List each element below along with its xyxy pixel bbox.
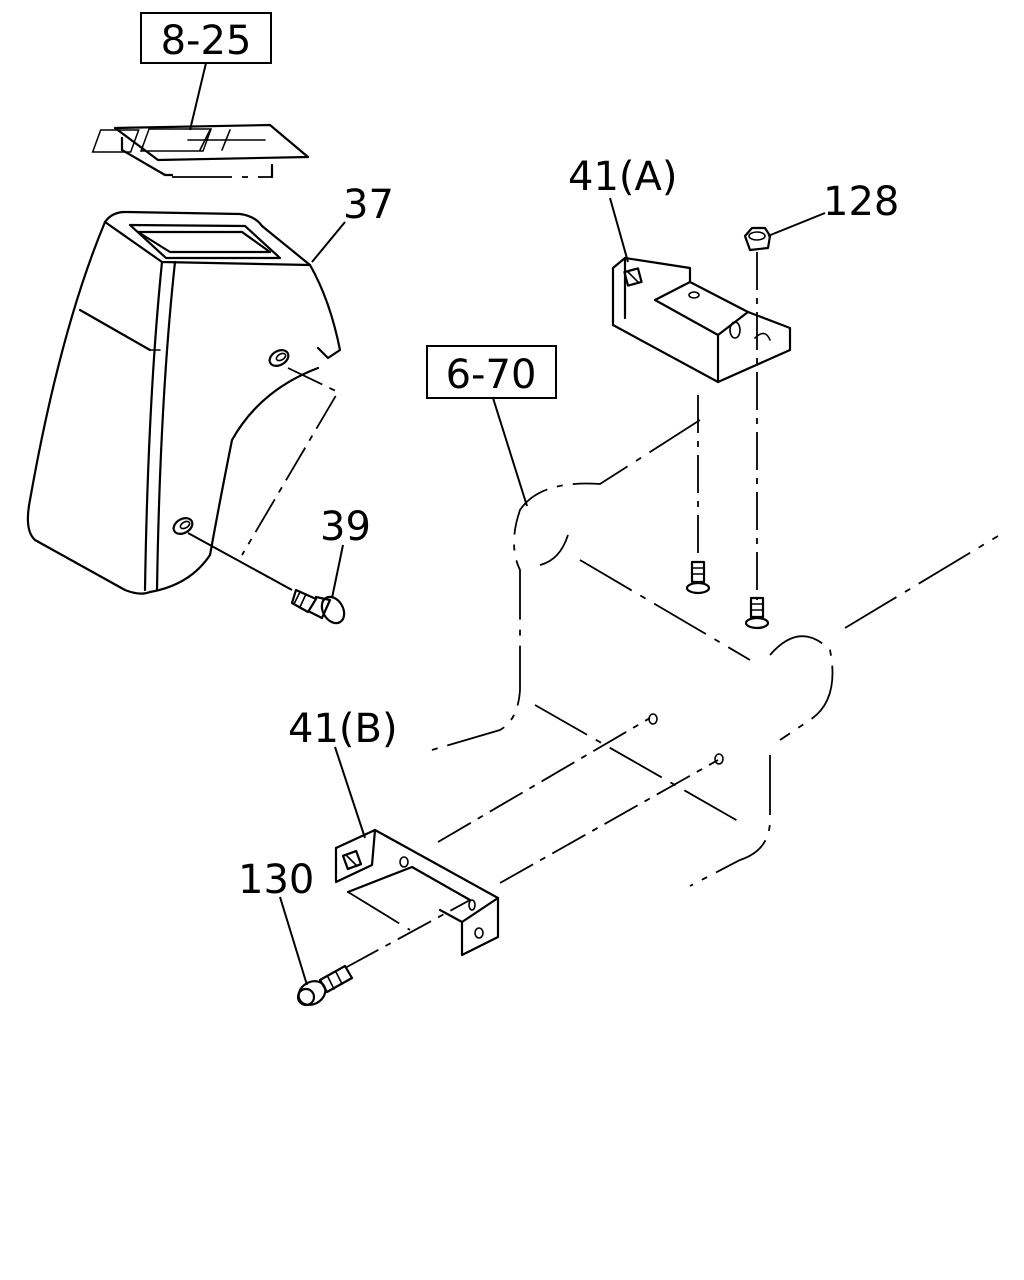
mount-hole-upper	[648, 713, 658, 725]
leader-41b	[334, 746, 366, 839]
reference-label-8-25: 8-25	[161, 18, 252, 64]
leader-6-70	[492, 397, 528, 507]
callout-41a: 41(A)	[568, 154, 677, 200]
fastener-axis-37	[241, 367, 340, 556]
bracket-part-41b[interactable]	[334, 828, 500, 957]
switch-panel	[91, 123, 310, 179]
leader-41a	[609, 197, 629, 263]
callout-41b: 41(B)	[288, 706, 398, 752]
mount-axis-lower	[499, 759, 719, 884]
callout-39: 39	[320, 504, 371, 550]
leader-8-25	[189, 62, 207, 131]
mount-hole-lower	[714, 753, 724, 765]
stud-bolt-left	[685, 560, 711, 595]
reference-box-6-70[interactable]: 6-70	[426, 345, 557, 399]
leader-37	[311, 221, 346, 263]
nut-part-128[interactable]	[743, 226, 772, 252]
bracket-41b-phantom	[347, 891, 411, 931]
callout-37: 37	[343, 182, 394, 228]
callout-128: 128	[823, 179, 899, 225]
console-cover-part-37[interactable]	[26, 210, 342, 595]
stud-bolt-right	[744, 596, 770, 630]
mount-axis-upper	[437, 717, 651, 843]
bolt-130-axis	[344, 899, 471, 969]
reference-label-6-70: 6-70	[446, 352, 537, 398]
leader-128	[767, 212, 826, 237]
chassis-phantom-outline	[424, 419, 999, 887]
callout-130: 130	[238, 857, 314, 903]
reference-box-8-25[interactable]: 8-25	[140, 12, 272, 64]
bracket-part-41a[interactable]	[611, 256, 792, 384]
leader-130	[279, 896, 308, 986]
leader-39	[331, 544, 344, 599]
screw-39-axis	[187, 532, 293, 591]
screw-part-39[interactable]	[290, 588, 349, 627]
